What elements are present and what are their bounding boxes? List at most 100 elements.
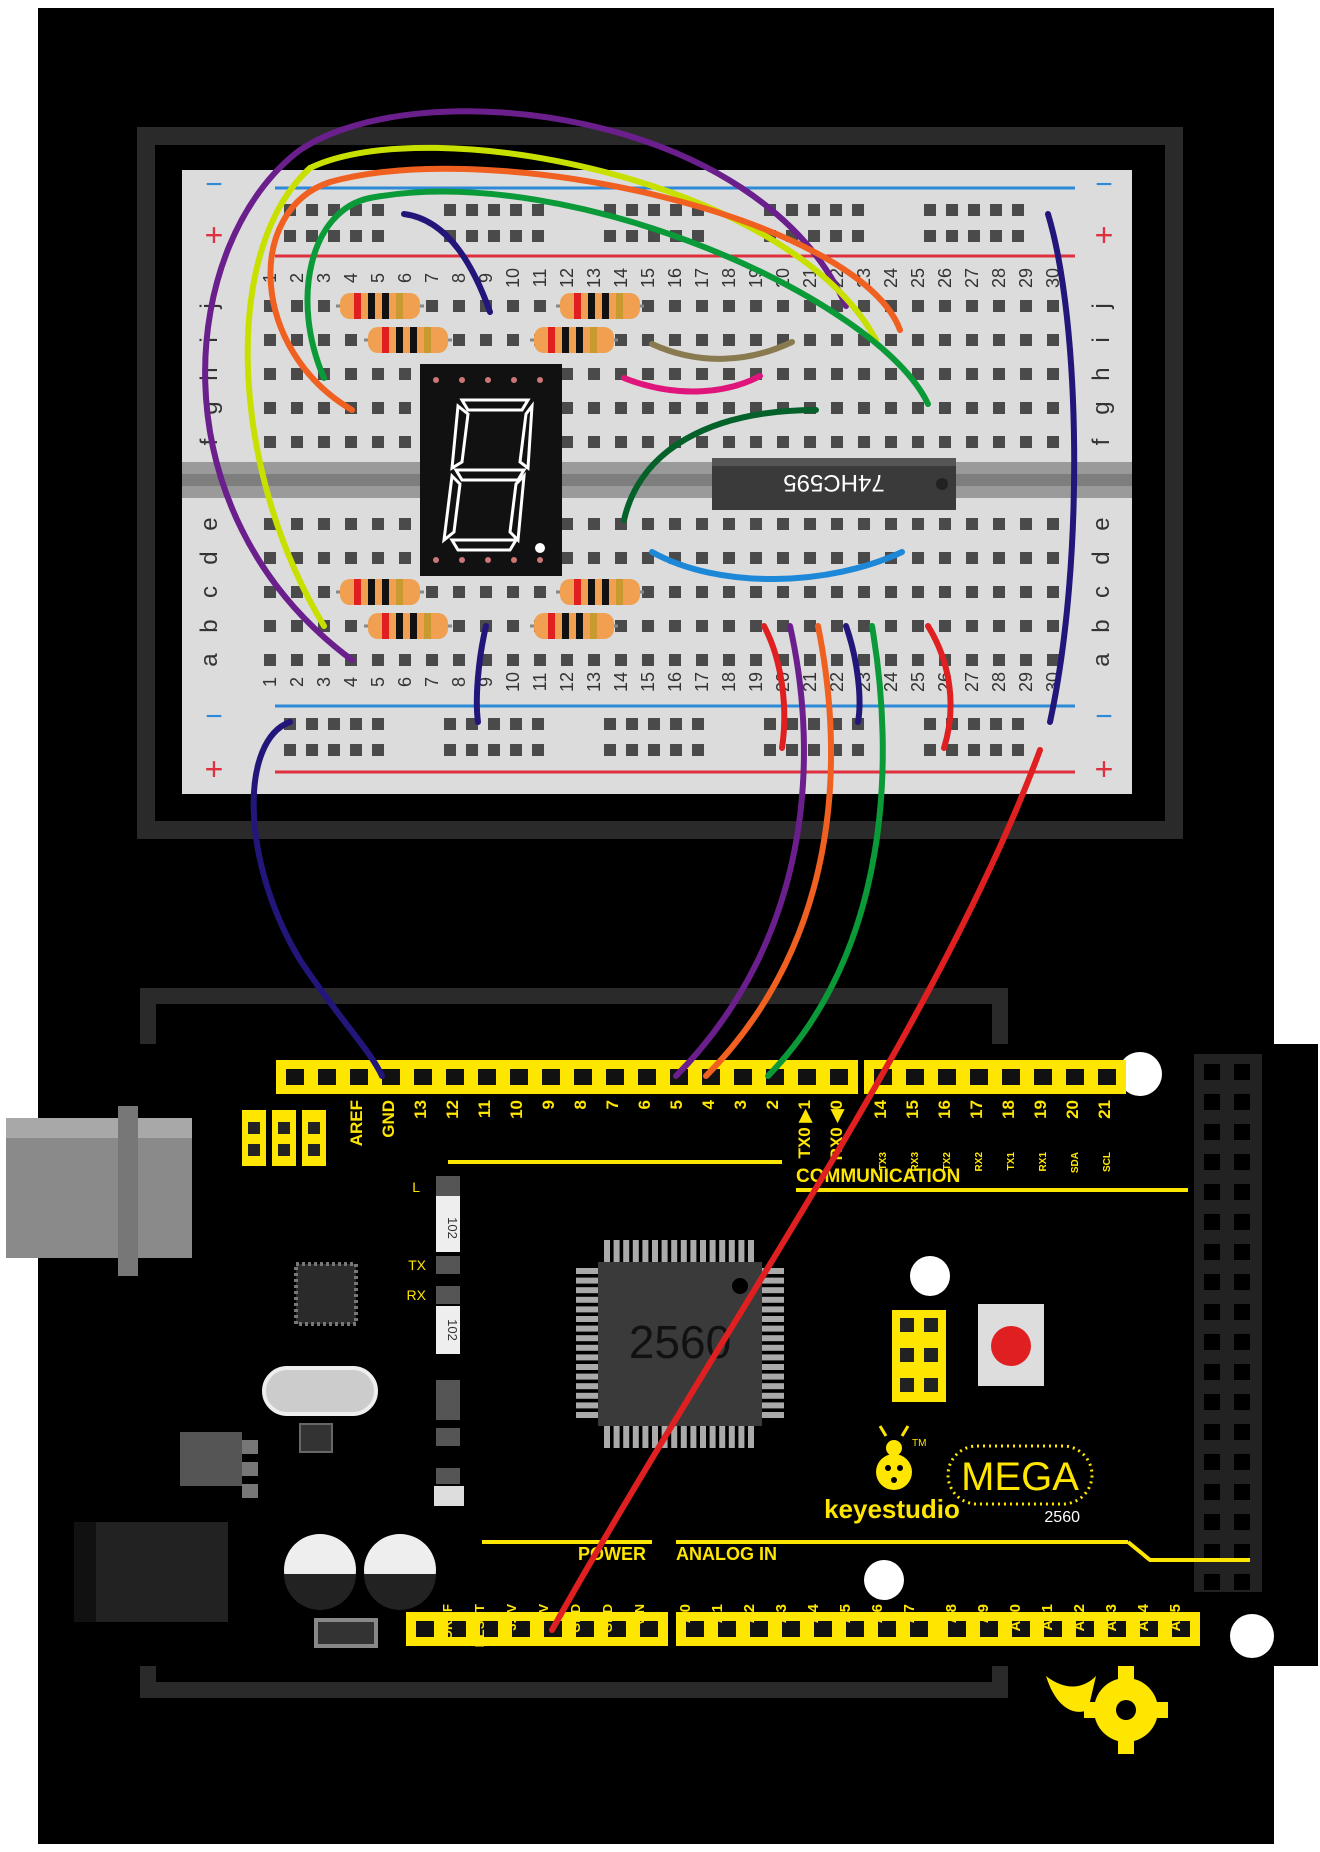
- breadboard-hole: [453, 334, 465, 346]
- header-pin[interactable]: [638, 1069, 656, 1085]
- header-pin[interactable]: [798, 1069, 816, 1085]
- header-pin[interactable]: [1034, 1069, 1052, 1085]
- header-pin[interactable]: [318, 1069, 336, 1085]
- header-pin[interactable]: [878, 1621, 896, 1637]
- breadboard-hole: [669, 402, 681, 414]
- header-pin[interactable]: [414, 1069, 432, 1085]
- column-number: 17: [692, 672, 712, 692]
- breadboard-hole: [453, 654, 465, 666]
- header-pin[interactable]: [830, 1069, 848, 1085]
- header-pin[interactable]: [416, 1621, 434, 1637]
- header-pin[interactable]: [606, 1069, 624, 1085]
- header-pin[interactable]: [718, 1621, 736, 1637]
- column-number: 19: [746, 672, 766, 692]
- breadboard-hole: [264, 586, 276, 598]
- breadboard-hole: [723, 436, 735, 448]
- header-pin[interactable]: [1108, 1621, 1126, 1637]
- header-pin[interactable]: [1012, 1621, 1030, 1637]
- rail-hole: [946, 204, 958, 216]
- breadboard-hole: [615, 402, 627, 414]
- row-letter: c: [1088, 586, 1115, 598]
- rail-hole: [350, 230, 362, 242]
- header-pin[interactable]: [938, 1069, 956, 1085]
- header-pin[interactable]: [814, 1621, 832, 1637]
- header-pin[interactable]: [1098, 1069, 1116, 1085]
- breadboard-hole: [723, 518, 735, 530]
- breadboard-hole: [723, 586, 735, 598]
- header-pin[interactable]: [542, 1069, 560, 1085]
- breadboard-hole: [993, 586, 1005, 598]
- header-pin[interactable]: [510, 1069, 528, 1085]
- breadboard-hole: [669, 334, 681, 346]
- breadboard-hole: [750, 654, 762, 666]
- header-pin[interactable]: [948, 1621, 966, 1637]
- breadboard-hole: [588, 436, 600, 448]
- pin-sublabel: RX1: [1038, 1152, 1049, 1172]
- header-pin[interactable]: [782, 1621, 800, 1637]
- header-pin[interactable]: [1002, 1069, 1020, 1085]
- header-pin[interactable]: [448, 1621, 466, 1637]
- breadboard-hole: [831, 586, 843, 598]
- breadboard-hole: [1047, 654, 1059, 666]
- row-letter: a: [196, 653, 223, 667]
- column-number: 18: [719, 268, 739, 288]
- breadboard-hole: [966, 300, 978, 312]
- header-pin[interactable]: [1172, 1621, 1190, 1637]
- header-pin[interactable]: [576, 1621, 594, 1637]
- header-pin[interactable]: [478, 1069, 496, 1085]
- header-pin[interactable]: [512, 1621, 530, 1637]
- header-pin[interactable]: [910, 1621, 928, 1637]
- header-pin[interactable]: [286, 1069, 304, 1085]
- resistor-code-1: 102: [445, 1217, 460, 1239]
- column-number: 4: [341, 677, 361, 687]
- column-number: 21: [800, 672, 820, 692]
- breadboard-hole: [453, 586, 465, 598]
- header-pin[interactable]: [1140, 1621, 1158, 1637]
- breadboard-hole: [750, 402, 762, 414]
- header-pin[interactable]: [846, 1621, 864, 1637]
- header-pin[interactable]: [446, 1069, 464, 1085]
- header-pin[interactable]: [640, 1621, 658, 1637]
- rail-hole: [924, 718, 936, 730]
- breadboard-hole: [939, 620, 951, 632]
- header-pin[interactable]: [1044, 1621, 1062, 1637]
- column-number: 24: [881, 268, 901, 288]
- pin-label: 3: [731, 1100, 750, 1109]
- header-pin[interactable]: [734, 1069, 752, 1085]
- header-pin[interactable]: [906, 1069, 924, 1085]
- breadboard-hole: [507, 586, 519, 598]
- header-pin[interactable]: [608, 1621, 626, 1637]
- header-pin[interactable]: [1066, 1069, 1084, 1085]
- breadboard-hole: [1020, 654, 1032, 666]
- rail-hole: [692, 744, 704, 756]
- breadboard-hole: [669, 300, 681, 312]
- header-pin[interactable]: [1076, 1621, 1094, 1637]
- breadboard-hole: [534, 300, 546, 312]
- header-pin[interactable]: [750, 1621, 768, 1637]
- breadboard-hole: [993, 402, 1005, 414]
- row-letter: d: [1088, 551, 1115, 564]
- column-number: 6: [395, 677, 415, 687]
- header-pin[interactable]: [970, 1069, 988, 1085]
- breadboard-hole: [291, 368, 303, 380]
- pin-label: IOREF: [440, 1604, 455, 1644]
- header-pin[interactable]: [480, 1621, 498, 1637]
- rail-hole: [830, 230, 842, 242]
- breadboard-hole: [561, 654, 573, 666]
- breadboard-hole: [696, 586, 708, 598]
- header-pin[interactable]: [574, 1069, 592, 1085]
- pin-sublabel: RX3: [910, 1152, 921, 1172]
- rail-hole: [510, 204, 522, 216]
- header-pin[interactable]: [686, 1621, 704, 1637]
- rail-hole: [1012, 744, 1024, 756]
- breadboard-hole: [1020, 620, 1032, 632]
- rail-hole: [532, 230, 544, 242]
- header-pin[interactable]: [980, 1621, 998, 1637]
- breadboard-hole: [831, 518, 843, 530]
- header-pin[interactable]: [382, 1069, 400, 1085]
- header-pin[interactable]: [350, 1069, 368, 1085]
- breadboard-hole: [966, 402, 978, 414]
- rail-hole: [604, 718, 616, 730]
- rail-hole: [990, 204, 1002, 216]
